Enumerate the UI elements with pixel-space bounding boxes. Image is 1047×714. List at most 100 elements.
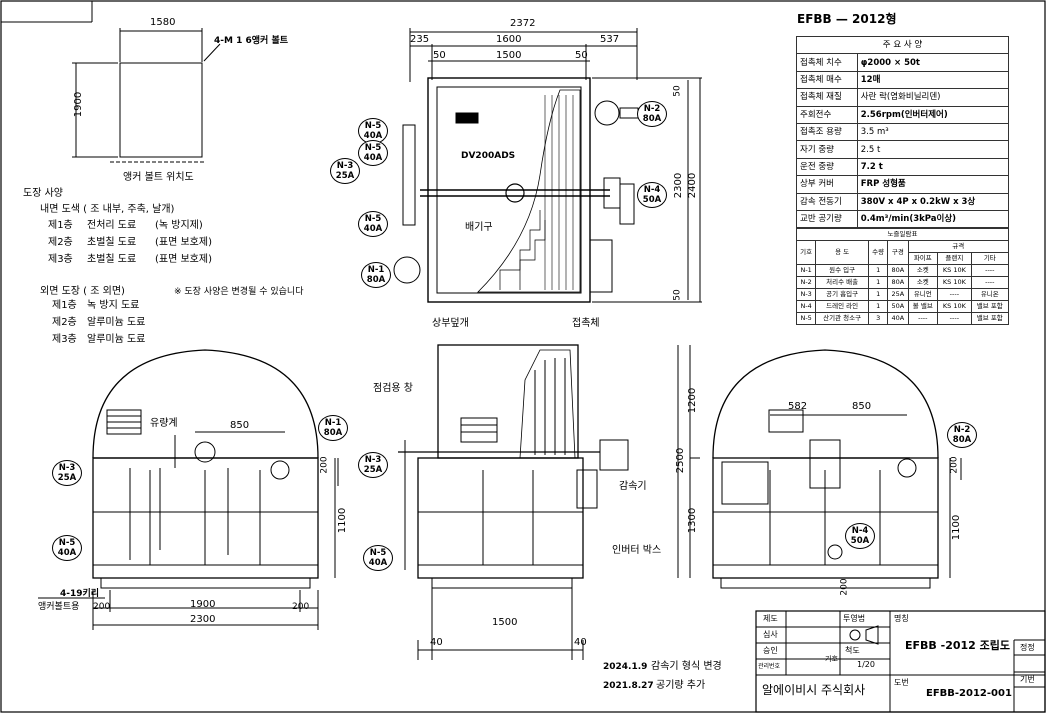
nozzle-head: 플랜지 [937,252,972,265]
spec-header: 주 요 사 양 [796,35,1009,55]
paint-outer-3-name: 알루미늄 도료 [87,334,146,345]
spec-value: FRP 성형품 [856,175,1010,194]
paint-inner-1-name: 전처리 도료 [87,220,137,231]
paint-inner-3-layer: 제3층 [48,254,73,265]
anchor-plan [72,28,221,163]
plan-dim-2400: 2400 [687,172,699,199]
tb-symbol: 기호 [825,655,838,663]
paint-inner-1-note: (녹 방지제) [155,220,203,231]
spec-value: 2.5 t [856,140,1010,159]
spec-label: 상부 커버 [796,175,858,194]
spec-label: 자기 중량 [796,140,858,159]
nozzle-head: 수량 [867,240,889,265]
revision-2-text: 공기량 추가 [656,680,706,691]
spec-value: 7.2 t [856,157,1010,177]
spec-value: 0.4m³/min(3kPa이상) [856,209,1010,229]
tb-cut1: 정정 [1020,643,1035,652]
tb-cut2: 기번 [1020,675,1035,684]
side-view [398,344,629,660]
front-dim-850: 850 [230,420,250,431]
end-view [677,345,962,589]
tb-scale: 1/20 [857,660,875,669]
plan-dim-left: 235 [410,34,430,45]
paint-title: 도장 사양 [23,188,63,199]
spec-value: φ2000 × 50t [856,53,1010,72]
side-dim-1500: 1500 [492,617,518,628]
end-dim-582: 582 [788,401,808,412]
end-dim-1200: 1200 [687,387,699,414]
nozzle-title: 노즐일람표 [796,228,1009,241]
tb-mgmt: 관리번호 [758,663,781,670]
cover-label: 상부덮개 [432,318,469,329]
spec-label: 접촉체 매수 [796,70,858,90]
plan-dim-1500: 1500 [496,50,522,61]
anchor-bolt-note: 4-M 1 6앵커 볼트 [214,36,288,46]
paint-inner-2-note: (표면 보호제) [155,237,212,248]
tb-drawn: 제도 [763,614,778,623]
plan-dim-50c: 50 [672,85,683,97]
spec-label: 접촉체 치수 [796,53,858,72]
spec-label: 교반 공기량 [796,209,858,229]
paint-outer-1-name: 녹 방지 도료 [87,300,140,311]
plan-view [393,28,702,303]
front-dim-1100: 1100 [337,507,349,534]
plan-dim-total: 2372 [510,18,536,29]
media-label: 접촉체 [572,318,600,329]
front-view [38,349,339,630]
anchor-caption: 앵커 볼트 위치도 [123,172,194,183]
plan-dim-50a: 50 [433,50,446,61]
spec-label: 접촉체 재질 [796,88,858,107]
bolt-hole-label2: 앵커볼트용 [38,602,80,612]
tb-approved: 승인 [763,646,778,655]
revision-1-text: 감속기 형식 변경 [651,661,722,672]
end-dim-1100: 1100 [951,514,963,541]
revision-2-date: 2021.8.27 [603,681,654,691]
end-dim-2500: 2500 [675,447,687,474]
paint-note: ※ 도장 사양은 변경될 수 있습니다 [174,287,304,297]
tb-projection: 투영법 [843,614,866,623]
tb-name: EFBB -2012 조립도 [905,639,1010,652]
front-dim-1900: 1900 [190,599,216,610]
paint-outer-1-layer: 제1층 [52,300,77,311]
nozzle-head: 기타 [970,252,1010,265]
side-dim-40a: 40 [430,637,443,648]
tb-company: 알에이비시 주식회사 [762,683,866,697]
spec-label: 감속 전동기 [796,192,858,211]
plan-dim-50b: 50 [575,50,588,61]
revision-1-date: 2024.1.9 [603,662,648,672]
nozzle-head: 파이프 [907,252,939,265]
tb-dwg: EFBB-2012-001 [926,688,1012,699]
side-dim-40b: 40 [574,637,587,648]
paint-inner-2-name: 초벌칠 도료 [87,237,137,248]
spec-label: 주회전수 [796,105,858,124]
paint-outer-2-name: 알루미늄 도료 [87,317,146,328]
spec-label: 접촉조 용량 [796,122,858,142]
nozzle-head: 기호 [795,240,817,265]
paint-inner-1-layer: 제1층 [48,220,73,231]
window-label: 점검용 창 [373,383,413,394]
front-dim-200a: 200 [93,602,111,612]
flow-gauge-label: 유량계 [150,418,178,429]
plan-dim-2300: 2300 [673,172,685,199]
spec-label: 운전 중량 [796,157,858,177]
nozzle-head: 용 도 [815,240,869,265]
paint-inner-2-layer: 제2층 [48,237,73,248]
plan-dim-right: 537 [600,34,620,45]
anchor-height-dim: 1900 [73,91,85,118]
